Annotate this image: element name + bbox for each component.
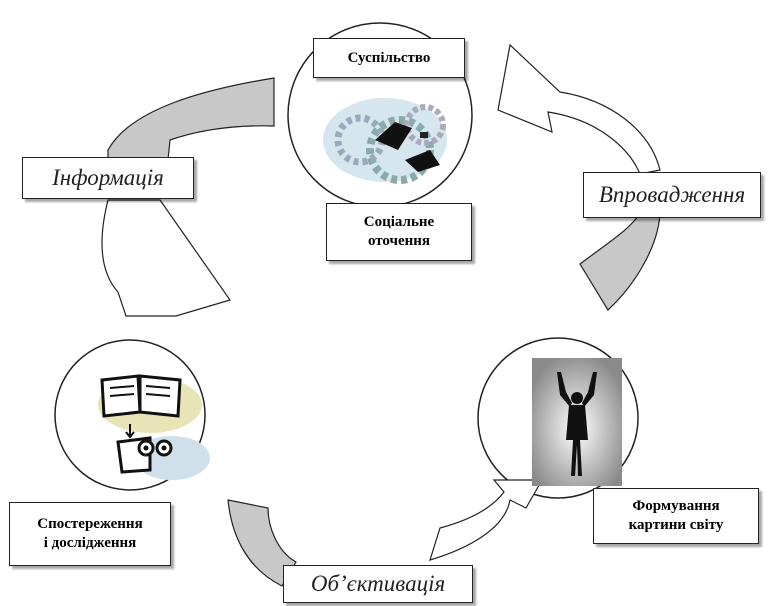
worldview-line-1: Формування (632, 498, 720, 515)
social-environment-line-2: оточення (367, 233, 431, 249)
information-label-box: Інформація (22, 157, 194, 199)
information-arrow (107, 77, 275, 161)
implementation-label: Впровадження (598, 182, 746, 207)
objectification-label-box: Об’єктивація (283, 565, 473, 603)
observation-box: Спостереження і дослідження (9, 502, 171, 566)
gears-runners-icon (323, 98, 447, 184)
implementation-label-box: Впровадження (583, 172, 761, 218)
worldview-box: Формування картини світу (593, 488, 759, 544)
observation-line-2: і дослідження (43, 535, 137, 551)
objectification-arrow (227, 499, 297, 587)
raised-arms-silhouette-icon (532, 358, 622, 486)
social-environment-box: Соціальне оточення (326, 203, 472, 261)
information-arrow-tail (101, 199, 231, 317)
social-environment-line-1: Соціальне (363, 214, 435, 231)
observation-line-1: Спостереження (37, 516, 143, 533)
society-label: Суспільство (347, 49, 431, 66)
society-box: Суспільство (313, 38, 465, 78)
objectification-arrow-head (429, 479, 544, 561)
implementation-arrow (579, 209, 661, 311)
implementation-arrow-head (497, 43, 661, 175)
open-book-icon (98, 374, 202, 433)
worldview-line-2: картини світу (628, 517, 724, 533)
objectification-label: Об’єктивація (310, 571, 446, 596)
observer-face-icon (116, 424, 210, 480)
information-label: Інформація (52, 165, 164, 190)
